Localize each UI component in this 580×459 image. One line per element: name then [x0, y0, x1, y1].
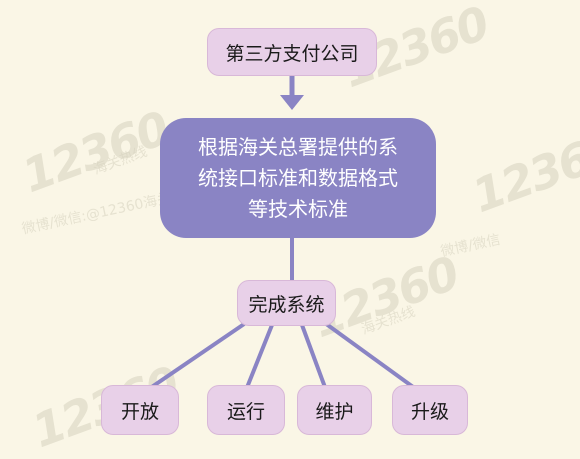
- arrowhead-icon: [280, 95, 304, 110]
- node-leaf-2: 运行: [207, 385, 285, 435]
- node-main-line: 统接口标准和数据格式: [198, 165, 398, 190]
- connector-to-leaf-1: [138, 318, 252, 397]
- node-main-line: 等技术标准: [248, 196, 348, 221]
- node-leaf-4: 升级: [392, 385, 468, 435]
- connector-to-leaf-2: [244, 324, 274, 391]
- node-leaf-1: 开放: [101, 385, 179, 435]
- node-middle: 完成系统: [237, 280, 336, 326]
- node-main-line: 根据海关总署提供的系: [198, 134, 398, 159]
- node-top: 第三方支付公司: [207, 28, 377, 76]
- connector-to-leaf-4: [316, 316, 422, 394]
- connector-to-leaf-3: [300, 324, 328, 391]
- node-leaf-3: 维护: [297, 385, 372, 435]
- node-main: 根据海关总署提供的系 统接口标准和数据格式 等技术标准: [160, 118, 436, 238]
